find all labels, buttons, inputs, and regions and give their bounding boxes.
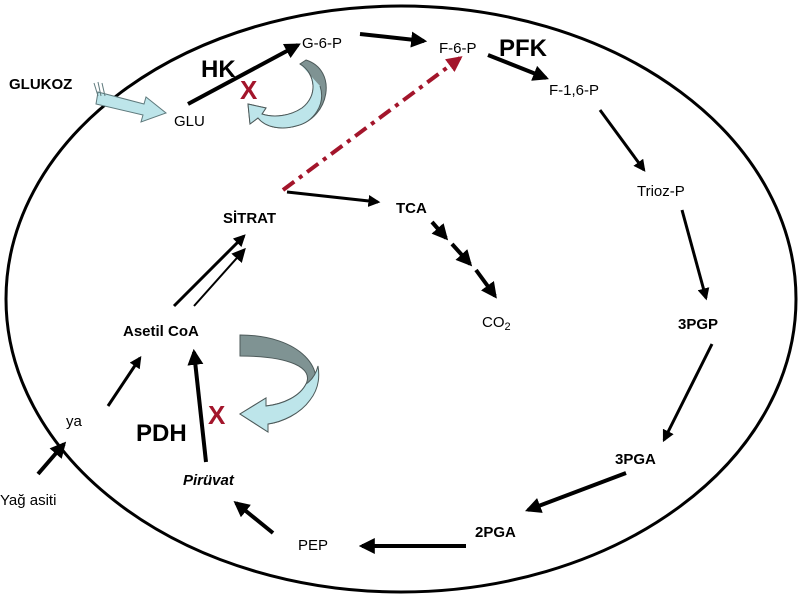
arrow-asetilcoa-sitrat-2 — [193, 247, 246, 307]
co2-subscript: 2 — [504, 321, 511, 333]
label-enzyme-pdh: PDH — [136, 420, 187, 447]
label-glu: GLU — [174, 113, 205, 130]
inhibition-sitrat-pfk — [281, 56, 463, 192]
arrow-3pgp-3pga — [662, 343, 714, 443]
label-yag-asiti: Yağ asiti — [0, 492, 57, 509]
label-f16p: F-1,6-P — [549, 82, 600, 99]
label-f6p: F-6-P — [439, 40, 477, 57]
label-glukoz: GLUKOZ — [9, 76, 73, 93]
arrow-g6p-f6p — [359, 31, 428, 48]
label-triozp: Trioz-P — [637, 183, 685, 200]
arrow-trioz-3pgp — [680, 209, 710, 301]
label-2pga: 2PGA — [475, 524, 516, 541]
label-pep: PEP — [298, 537, 329, 554]
label-g6p: G-6-P — [302, 35, 343, 52]
label-piruvat: Pirüvat — [183, 472, 234, 489]
arrow-sitrat-tca — [286, 190, 381, 207]
label-3pga: 3PGA — [615, 451, 656, 468]
label-enzyme-hk: HK — [201, 56, 236, 83]
feedback-arrow-hk — [247, 59, 327, 129]
arrow-tca-co2-seg1 — [430, 220, 449, 241]
label-tca: TCA — [396, 200, 427, 217]
inhibition-mark-pdh: X — [208, 400, 226, 430]
inhibition-mark-hk: X — [240, 75, 258, 105]
arrow-f16p-trioz — [598, 109, 646, 172]
arrow-ya-asetilcoa — [106, 356, 142, 407]
label-sitrat: SİTRAT — [223, 210, 277, 227]
label-enzyme-pfk: PFK — [499, 35, 547, 62]
arrow-glu-g6p — [187, 43, 301, 106]
arrow-tca-co2-seg3 — [474, 268, 497, 299]
arrow-asetilcoa-sitrat-1 — [172, 234, 246, 308]
glucose-entry-arrow — [93, 81, 168, 123]
arrow-yagasiti-ya — [36, 441, 67, 476]
arrow-tca-co2-seg2 — [450, 242, 473, 267]
label-3pgp: 3PGP — [678, 316, 719, 333]
feedback-arrow-pdh — [239, 334, 320, 433]
label-ya: ya — [66, 413, 82, 430]
arrow-pep-piruvat — [233, 500, 275, 535]
cell-membrane — [4, 4, 798, 594]
co2-main-text: CO — [482, 314, 505, 331]
arrow-f6p-f16p — [487, 53, 549, 81]
arrow-piruvat-asetilcoa — [187, 348, 208, 463]
arrow-3pga-2pga — [525, 471, 627, 513]
label-co2: CO2 — [482, 315, 511, 333]
label-asetilcoa: Asetil CoA — [123, 323, 199, 340]
